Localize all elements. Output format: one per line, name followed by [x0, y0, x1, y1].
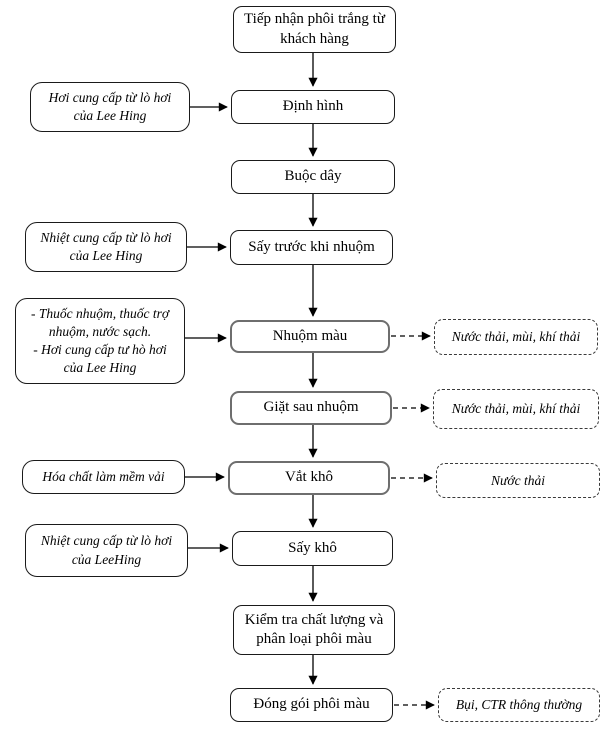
output-wring-waste: Nước thải [436, 463, 600, 498]
node-wring-dry: Vắt khô [228, 461, 390, 495]
node-shaping: Định hình [231, 90, 395, 124]
input-heat-drying: Nhiệt cung cấp từ lò hơi của LeeHing [25, 524, 188, 577]
node-dyeing: Nhuộm màu [230, 320, 390, 353]
input-steam-shaping: Hơi cung cấp từ lò hơi của Lee Hing [30, 82, 190, 132]
node-tying: Buộc dây [231, 160, 395, 194]
input-softener-chemical: Hóa chất làm mềm vải [22, 460, 185, 494]
output-dyeing-waste: Nước thải, mùi, khí thải [434, 319, 598, 355]
node-receive-blanks: Tiếp nhận phôi trắng từ khách hàng [233, 6, 396, 53]
input-dye-chemicals-line1: - Thuốc nhuộm, thuốc trợ nhuộm, nước sạc… [30, 305, 170, 339]
output-wash-waste: Nước thải, mùi, khí thải [433, 389, 599, 429]
node-drying: Sấy khô [232, 531, 393, 566]
input-heat-predry: Nhiệt cung cấp từ lò hơi của Lee Hing [25, 222, 187, 272]
input-dye-chemicals-line2: - Hơi cung cấp tư hò hơi của Lee Hing [33, 342, 167, 376]
input-dye-chemicals: - Thuốc nhuộm, thuốc trợ nhuộm, nước sạc… [15, 298, 185, 384]
node-quality-check: Kiểm tra chất lượng và phân loại phôi mà… [233, 605, 395, 655]
node-post-dye-wash: Giặt sau nhuộm [230, 391, 392, 425]
node-pre-dye-drying: Sấy trước khi nhuộm [230, 230, 393, 265]
node-packing: Đóng gói phôi màu [230, 688, 393, 722]
output-packing-waste: Bụi, CTR thông thường [438, 688, 600, 722]
